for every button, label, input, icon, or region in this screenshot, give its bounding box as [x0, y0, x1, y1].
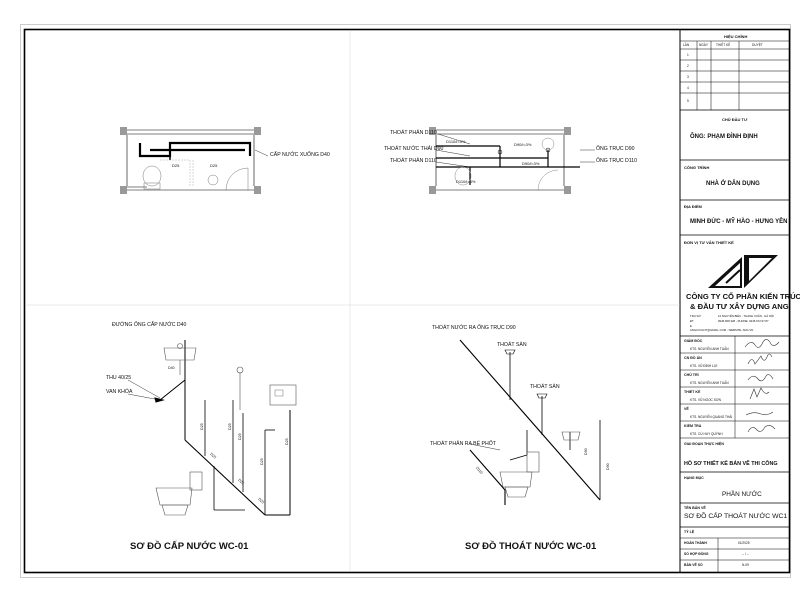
scale-label: TỶ LỆ [684, 530, 695, 534]
revision-row-5: 5 [687, 99, 689, 103]
role-label-4: THIẾT KẾ [684, 390, 701, 394]
company-info-key-1: TRỤ SỞ [690, 314, 701, 318]
finish-value: 01/2025 [738, 541, 750, 545]
role-name-1: KTS. NGUYỄN ANH TUẤN [690, 347, 729, 351]
role-label-5: VẼ [684, 407, 689, 411]
role-label-2: CN ĐỒ ÁN [684, 356, 702, 360]
company-name-line1: CÔNG TY CỔ PHẦN KIẾN TRÚC [686, 292, 800, 301]
role-name-2: KTS. VŨ ĐÌNH LỢI [690, 364, 718, 368]
supply-plan [120, 127, 269, 194]
supply-iso-dim-4: D25 [260, 458, 264, 465]
contract-value: -- / -- [742, 552, 749, 556]
drain-plan-label-2: THOÁT NƯỚC THẢI D90 [384, 146, 444, 152]
revision-row-3: 3 [687, 75, 689, 79]
revision-title: HIỆU CHỈNH [724, 34, 748, 39]
drawing-name-label: TÊN BẢN VẼ [684, 506, 706, 510]
company-info-1: 12 NGUYỄN BIỂU - THANH XUÂN - HÀ NỘI [718, 314, 774, 318]
role-label-6: KIỂM TRA [684, 424, 702, 428]
role-name-4: KTS. VŨ NGỌC SƠN [690, 398, 721, 402]
supply-iso-dim-1: D25 [200, 423, 204, 430]
titleblock-grid [680, 40, 790, 572]
supply-iso-label-reducer: THU 40/25 [106, 375, 132, 381]
owner-label: CHỦ ĐẦU TƯ [722, 117, 748, 122]
location-label: ĐỊA ĐIỂM [684, 204, 702, 209]
location-value: MINH ĐỨC - MỸ HÀO - HƯNG YÊN [690, 219, 788, 225]
drain-plan-slope-1: D110/i=3% [446, 139, 466, 144]
company-info-2: 0946.668.328 - PHONE: 0246.672.97.87 [718, 319, 769, 323]
role-label-1: GIÁM ĐỐC [684, 339, 703, 343]
trim-frame [20, 24, 791, 578]
supply-iso-label-d40: D40 [168, 366, 175, 370]
drain-iso-label-riser: THOÁT NƯỚC RA ỐNG TRỤC D90 [432, 325, 516, 331]
project-value: NHÀ Ở DÂN DỤNG [706, 181, 760, 187]
drain-diagram-title: SƠ ĐỒ THOÁT NƯỚC WC-01 [465, 541, 597, 552]
role-name-6: KTS. CÙ HUY QUỲNH [690, 432, 723, 436]
signatures [744, 339, 780, 433]
revision-row-2: 2 [687, 64, 689, 68]
revision-row-4: 4 [687, 86, 689, 90]
supply-iso-dim-3: D25 [238, 433, 242, 440]
drain-iso-dim-2: D90 [584, 448, 588, 455]
role-name-3: KTS. NGUYỄN ANH TUẤN [690, 381, 729, 385]
item-value: PHẦN NƯỚC [722, 491, 762, 498]
phase-label: GIAI ĐOẠN THỰC HIỆN [684, 442, 724, 446]
company-info-key-2: ĐT [690, 319, 694, 323]
finish-label: HOÀN THÀNH [684, 541, 707, 545]
sheet-label: BẢN VẼ SỐ [684, 563, 703, 567]
revision-header-duyet: DUYỆT [752, 43, 763, 47]
sheet-value: N-09 [742, 563, 749, 567]
consultant-label: ĐƠN VỊ TƯ VẤN THIẾT KẾ [684, 240, 734, 245]
drain-iso-label-floor-1: THOÁT SÀN [497, 342, 527, 348]
drawing-name-value: SƠ ĐỒ CẤP THOÁT NƯỚC WC1 [684, 513, 788, 520]
supply-plan-dim-2: D25 [210, 163, 218, 168]
drain-plan-label-1: THOÁT PHÂN D110 [390, 130, 437, 136]
revision-header-ngay: NGÀY [699, 43, 709, 47]
company-info-key-3: E [690, 324, 692, 328]
supply-iso-dim-2: D25 [228, 423, 232, 430]
drain-iso-label-floor-2: THOÁT SÀN [530, 384, 560, 390]
revision-header-lan: LẦN [683, 43, 690, 47]
sheet-border [23, 28, 791, 574]
drain-plan-label-5: ỐNG TRỤC D110 [596, 158, 638, 164]
drain-plan-slope-4: D110/i=3% [456, 179, 476, 184]
company-logo [708, 255, 778, 288]
supply-plan-dim-1: D25 [172, 163, 180, 168]
company-name-line2: & ĐẦU TƯ XÂY DỰNG ANG [690, 302, 789, 311]
drain-plan-slope-3: D90/i=3% [522, 161, 540, 166]
company-info-3: ANGCUVLNT@GMAIL.COM - WEBSITE: ANG.VN [690, 328, 754, 332]
drain-plan-label-3: THOÁT PHÂN D110 [390, 158, 437, 164]
drain-iso-dim-3: D90 [606, 463, 610, 470]
role-label-3: CHỦ TRÌ [684, 373, 699, 377]
drain-iso-label-septic: THOÁT PHÂN RA BỂ PHỐT [430, 441, 496, 447]
revision-header-thietke: THIẾT KẾ [716, 43, 731, 47]
supply-isometric [127, 340, 297, 516]
supply-iso-dim-5: D25 [285, 438, 289, 445]
project-label: CÔNG TRÌNH [684, 165, 710, 170]
supply-diagram-title: SƠ ĐỒ CẤP NƯỚC WC-01 [130, 541, 249, 552]
revision-row-1: 1 [687, 53, 689, 57]
supply-plan-label: CẤP NƯỚC XUỐNG D40 [270, 152, 330, 158]
phase-value: HỒ SƠ THIẾT KẾ BẢN VẼ THI CÔNG [684, 461, 778, 467]
drain-plan-slope-2: D90/i=3% [514, 142, 532, 147]
drain-plan [429, 127, 595, 194]
contract-label: SỐ HỢP ĐỒNG [684, 552, 709, 556]
supply-iso-label-main: ĐƯỜNG ỐNG CẤP NƯỚC D40 [112, 322, 187, 328]
drain-plan-label-4: ỐNG TRỤC D90 [596, 146, 635, 152]
item-label: HẠNG MỤC [684, 476, 704, 480]
supply-iso-label-valve: VAN KHÓA [106, 389, 133, 395]
drain-isometric [459, 339, 601, 505]
role-name-5: KTS. NGUYỄN QUANG THÁI [690, 415, 733, 419]
owner-value: ÔNG: PHẠM ĐÌNH ĐỊNH [690, 134, 758, 140]
